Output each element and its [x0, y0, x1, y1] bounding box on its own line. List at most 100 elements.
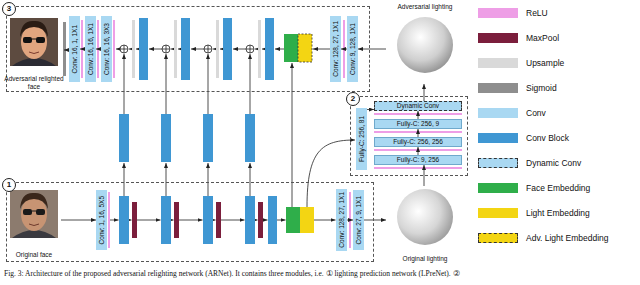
- skip-arrow: [124, 54, 125, 114]
- conv-block: [268, 196, 277, 244]
- flow-arrow: [262, 49, 265, 50]
- fc-layer-box: Fully-C: 256, 9: [374, 119, 462, 129]
- legend-label: ReLU: [526, 8, 548, 18]
- image-caption: Adversarial relighted face: [4, 75, 64, 90]
- layer-label: Conv: 27, 9, 1X1: [355, 196, 362, 244]
- photo-shoulders: [12, 58, 56, 66]
- upsample-bar: [216, 20, 219, 78]
- connector-arrow: [418, 129, 419, 137]
- flow-arrow: [313, 49, 330, 50]
- photo-mouth: [29, 224, 39, 226]
- legend-label: Dynamic Conv: [526, 158, 581, 168]
- photo-bridge: [32, 211, 36, 212]
- figure-caption: Fig. 3: Architecture of the proposed adv…: [4, 269, 460, 278]
- relu-bar: [108, 192, 110, 248]
- legend-label: Adv. Light Embedding: [526, 233, 609, 243]
- relu-bar: [113, 20, 115, 78]
- legend-label: Face Embedding: [526, 183, 590, 193]
- skip-arrow: [208, 163, 209, 196]
- conv-block: [161, 114, 171, 162]
- layer-label: Fully-C: 256, 9: [397, 120, 439, 127]
- upsample-bar: [258, 20, 261, 78]
- embedding-arrow: [292, 63, 293, 207]
- photo-shoulders: [12, 230, 56, 238]
- photo-bridge: [32, 39, 36, 40]
- skip-arrow: [250, 54, 251, 114]
- connector-arrow: [61, 220, 96, 221]
- legend-label: Light Embedding: [526, 208, 590, 218]
- conv-block: [119, 114, 129, 162]
- flow-arrow: [179, 220, 203, 221]
- layer-label: Conv: 16, 16, 1X1: [87, 23, 94, 75]
- legend-swatch: [478, 183, 518, 193]
- legend-swatch: [478, 83, 518, 93]
- flow-arrow: [137, 220, 161, 221]
- conv-layer-box: Conv: 27, 9, 1X1: [353, 190, 364, 250]
- conv-block: [223, 18, 232, 80]
- face-embedding: [284, 34, 298, 62]
- flow-arrow: [263, 220, 268, 221]
- flow-arrow: [233, 49, 246, 50]
- layer-label: Fully-C: 256, 256: [393, 138, 443, 145]
- legend-swatch: [478, 233, 518, 243]
- flow-arrow: [221, 220, 245, 221]
- flow-arrow: [136, 49, 139, 50]
- layer-label: Conv: 16, 1, 1X1: [71, 25, 78, 73]
- maxpool-bar: [132, 202, 137, 238]
- flow-arrow: [191, 49, 204, 50]
- adv-light-embedding: [298, 34, 312, 62]
- conv-block: [203, 114, 213, 162]
- sigmoid-bar: [63, 22, 66, 76]
- lighting-sphere: [397, 17, 453, 73]
- legend-label: MaxPool: [526, 33, 559, 43]
- photo-sunglass: [36, 37, 45, 43]
- photo-sunglass: [23, 37, 32, 43]
- embedding-arrow: [307, 140, 355, 207]
- legend-swatch: [478, 158, 518, 168]
- conv-block: [119, 196, 129, 244]
- connector-arrow: [367, 109, 374, 110]
- flow-arrow: [277, 220, 286, 221]
- conv-block: [265, 18, 274, 80]
- legend-swatch: [478, 58, 518, 68]
- image-panel: Adversarial relighted face: [4, 18, 64, 90]
- original-face-image: [10, 190, 58, 238]
- skip-arrow: [208, 54, 209, 114]
- fc-layer-box: Fully-C: 9, 256: [374, 155, 462, 165]
- conv-layer-box: Conv: 16, 1, 1X1: [69, 16, 80, 82]
- conv-layer-box: Conv: 128, 27, 1X1: [330, 16, 341, 82]
- layer-label: Conv: 128, 27, 1X1: [332, 21, 339, 77]
- flow-arrow: [275, 49, 284, 50]
- conv-block: [203, 196, 213, 244]
- flow-arrow: [110, 220, 119, 221]
- layer-label: Conv: 9, 128, 1X1: [349, 23, 356, 75]
- legend-swatch: [478, 8, 518, 18]
- maxpool-bar: [258, 202, 263, 238]
- layer-label: Fully-C: 256, 81: [358, 116, 365, 162]
- upsample-bar: [174, 20, 177, 78]
- legend-label: Conv Block: [526, 133, 569, 143]
- legend-label: Upsample: [526, 58, 564, 68]
- photo-sunglass: [36, 209, 45, 215]
- legend-swatch: [478, 33, 518, 43]
- photo-sunglass: [23, 209, 32, 215]
- legend-label: Sigmoid: [526, 83, 557, 93]
- conv-block: [139, 18, 148, 80]
- connector-arrow: [358, 49, 386, 50]
- skip-arrow: [124, 163, 125, 196]
- conv-block: [181, 18, 190, 80]
- flow-arrow: [129, 49, 132, 50]
- image-panel: Original lighting: [386, 186, 464, 262]
- maxpool-bar: [216, 202, 221, 238]
- layer-label: Conv: 16, 16, 3X3: [103, 23, 110, 75]
- adversarial-face-image: [10, 18, 58, 66]
- legend-swatch: [478, 133, 518, 143]
- conv-block: [245, 114, 255, 162]
- photo-hair: [20, 193, 48, 209]
- skip-arrow: [166, 54, 167, 114]
- legend-label: Conv: [526, 108, 546, 118]
- skip-arrow: [250, 163, 251, 196]
- image-caption: Original lighting: [403, 255, 448, 262]
- flow-arrow: [255, 220, 258, 221]
- flow-arrow: [220, 49, 223, 50]
